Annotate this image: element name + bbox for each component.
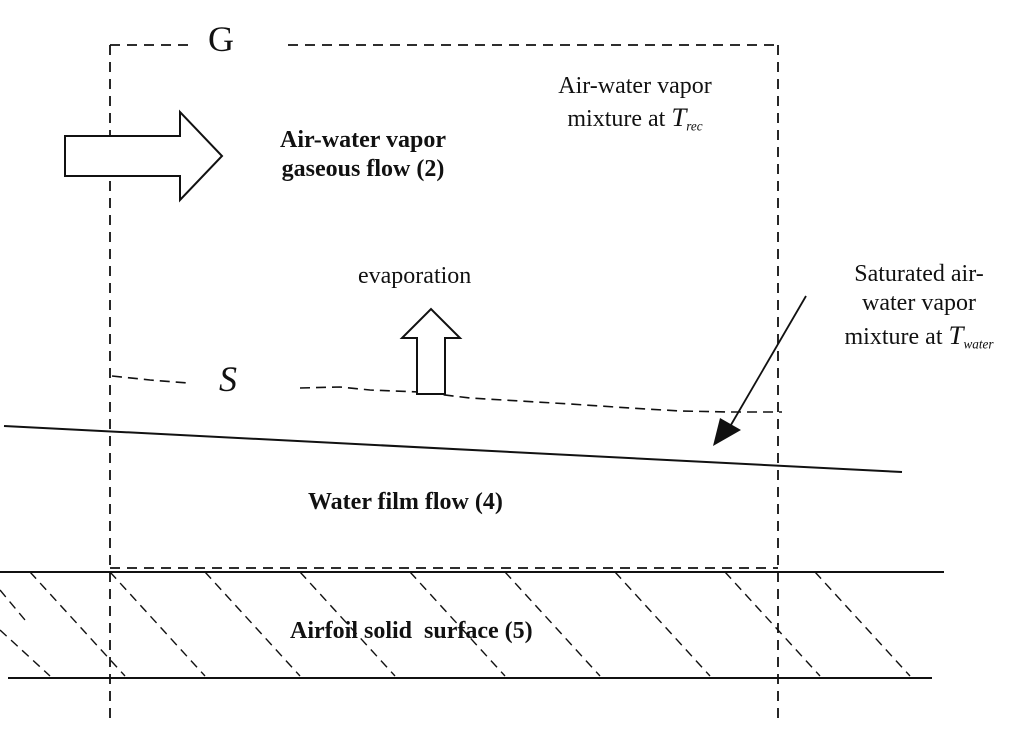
mixture-rec-label-line1: Air-water vapor [558, 73, 712, 99]
saturated-prefix: mixture at [844, 323, 949, 350]
mixture-rec-label: Air-water vapor mixture at Trec [516, 72, 754, 135]
mixture-rec-label-line2: mixture at Trec [516, 101, 754, 135]
mixture-rec-prefix: mixture at [567, 106, 672, 133]
evaporation-arrow [399, 307, 463, 395]
saturated-label-line2: water vapor [862, 290, 976, 317]
t-water-subscript: water [963, 336, 994, 352]
gas-flow-label: Air-water vapor gaseous flow (2) [238, 126, 488, 185]
region-s-label: S [219, 359, 237, 399]
water-film-surface-line [3, 425, 903, 473]
airfoil-surface-label: Airfoil solid surface (5) [290, 618, 533, 644]
saturated-pointer-line [727, 295, 807, 431]
water-film-label: Water film flow (4) [308, 489, 503, 515]
saturated-mixture-label: Saturated air- water vapor mixture at Tw… [814, 260, 1024, 352]
t-rec-subscript: rec [686, 118, 703, 134]
t-water-symbol: T [948, 319, 964, 350]
saturated-label-line3: mixture at Twater [814, 319, 1024, 353]
saturated-pointer-arrowhead [713, 418, 741, 446]
interface-s-line [111, 375, 782, 413]
gas-flow-arrow [64, 109, 224, 203]
saturated-label-line1: Saturated air- [854, 261, 984, 287]
gas-flow-label-line2: gaseous flow (2) [281, 156, 445, 183]
gas-flow-label-line1: Air-water vapor [280, 127, 446, 153]
control-volume-g-boundary [109, 44, 779, 722]
evaporation-label: evaporation [358, 263, 472, 289]
region-g-label: G [208, 19, 234, 59]
t-rec-symbol: T [671, 102, 687, 133]
airfoil-hatching [0, 571, 911, 677]
